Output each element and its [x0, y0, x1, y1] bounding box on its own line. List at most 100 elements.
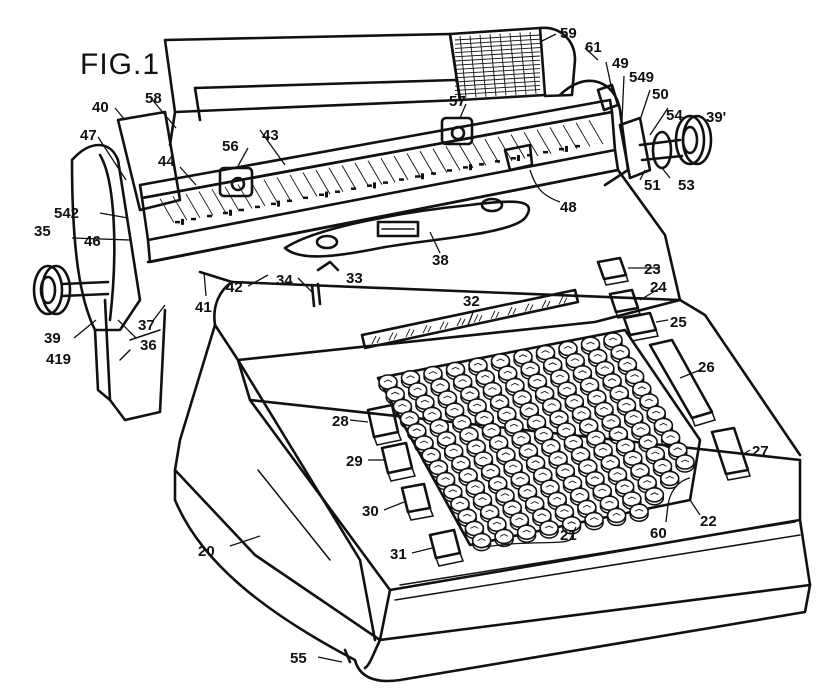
key-glyph[interactable]	[561, 468, 570, 472]
key-glyph[interactable]	[462, 513, 472, 517]
key-glyph[interactable]	[501, 452, 511, 456]
key-28[interactable]	[366, 403, 403, 446]
key-glyph[interactable]	[472, 403, 482, 407]
key-glyph[interactable]	[522, 529, 531, 533]
key-glyph[interactable]	[569, 439, 578, 443]
key-glyph[interactable]	[458, 379, 467, 383]
key-glyph[interactable]	[398, 403, 407, 407]
key-glyph[interactable]	[465, 391, 475, 395]
bar-key-26[interactable]	[648, 338, 716, 427]
key-glyph[interactable]	[464, 432, 474, 436]
key-glyph[interactable]	[578, 370, 587, 374]
key-glyph[interactable]	[500, 493, 510, 497]
key-glyph[interactable]	[516, 435, 526, 439]
key-cap-top[interactable]	[539, 520, 559, 536]
key-glyph[interactable]	[643, 439, 653, 443]
key-glyph[interactable]	[644, 398, 654, 402]
key-glyph[interactable]	[457, 419, 467, 423]
key-glyph[interactable]	[628, 455, 638, 459]
key-glyph[interactable]	[593, 353, 602, 357]
key-glyph[interactable]	[449, 448, 458, 452]
key-glyph[interactable]	[533, 378, 542, 382]
key-glyph[interactable]	[477, 538, 486, 542]
key-glyph[interactable]	[547, 403, 557, 407]
key-glyph[interactable]	[480, 415, 489, 419]
key-cap-top[interactable]	[659, 470, 680, 487]
key-glyph[interactable]	[634, 508, 644, 512]
key-glyph[interactable]	[570, 398, 579, 402]
key-glyph[interactable]	[499, 533, 509, 537]
key-glyph[interactable]	[488, 387, 497, 391]
key-glyph[interactable]	[562, 386, 572, 390]
key-glyph[interactable]	[435, 424, 444, 428]
key-glyph[interactable]	[615, 390, 624, 394]
key-glyph[interactable]	[503, 370, 512, 374]
key-glyph[interactable]	[428, 371, 438, 375]
key-glyph[interactable]	[450, 407, 459, 411]
carriage-lever-34[interactable]	[310, 260, 340, 308]
key-glyph[interactable]	[570, 358, 580, 362]
key-glyph[interactable]	[658, 463, 667, 467]
key-glyph[interactable]	[630, 374, 639, 378]
key-glyph[interactable]	[426, 452, 436, 456]
key-glyph[interactable]	[412, 428, 422, 432]
key-glyph[interactable]	[496, 358, 505, 362]
key-glyph[interactable]	[620, 484, 629, 488]
key-glyph[interactable]	[525, 407, 534, 411]
key-glyph[interactable]	[493, 480, 503, 484]
key-glyph[interactable]	[478, 497, 487, 501]
key-29[interactable]	[380, 441, 417, 482]
key-glyph[interactable]	[563, 345, 573, 349]
key-glyph[interactable]	[651, 410, 661, 414]
key-glyph[interactable]	[605, 500, 614, 504]
key-glyph[interactable]	[586, 341, 595, 345]
key-glyph[interactable]	[443, 395, 452, 399]
key-glyph[interactable]	[492, 521, 502, 525]
key-glyph[interactable]	[413, 387, 422, 391]
key-glyph[interactable]	[606, 419, 616, 423]
key-glyph[interactable]	[405, 416, 414, 420]
key-glyph[interactable]	[495, 399, 504, 403]
key-glyph[interactable]	[406, 375, 415, 379]
key-cap-top[interactable]	[675, 454, 695, 470]
key-glyph[interactable]	[509, 423, 519, 427]
key-glyph[interactable]	[420, 399, 430, 403]
key-glyph[interactable]	[553, 456, 563, 460]
key-glyph[interactable]	[524, 448, 533, 452]
key-glyph[interactable]	[592, 394, 602, 398]
key-glyph[interactable]	[629, 414, 638, 418]
key-glyph[interactable]	[665, 475, 674, 479]
key-glyph[interactable]	[590, 476, 600, 480]
key-glyph[interactable]	[615, 349, 625, 353]
key-31[interactable]	[428, 528, 465, 567]
key-glyph[interactable]	[546, 443, 556, 447]
key-cap-top[interactable]	[516, 524, 537, 541]
key-glyph[interactable]	[554, 415, 564, 419]
key-glyph[interactable]	[607, 378, 617, 382]
key-glyph[interactable]	[448, 489, 458, 493]
key-glyph[interactable]	[515, 517, 524, 521]
key-27[interactable]	[710, 426, 751, 481]
key-cap-top[interactable]	[644, 486, 665, 503]
key-glyph[interactable]	[583, 464, 593, 468]
key-glyph[interactable]	[585, 382, 594, 386]
key-glyph[interactable]	[577, 411, 586, 415]
key-glyph[interactable]	[582, 504, 592, 508]
key-glyph[interactable]	[613, 472, 622, 476]
key-cap-top[interactable]	[471, 532, 492, 549]
key-glyph[interactable]	[442, 436, 451, 440]
key-glyph[interactable]	[552, 496, 562, 500]
key-glyph[interactable]	[517, 395, 527, 399]
key-glyph[interactable]	[584, 423, 593, 427]
key-glyph[interactable]	[651, 451, 660, 455]
key-glyph[interactable]	[471, 485, 480, 489]
key-glyph[interactable]	[637, 386, 647, 390]
key-glyph[interactable]	[390, 391, 400, 395]
key-glyph[interactable]	[636, 427, 646, 431]
key-glyph[interactable]	[470, 525, 479, 529]
key-glyph[interactable]	[455, 501, 465, 505]
key-glyph[interactable]	[539, 431, 548, 435]
key-glyph[interactable]	[507, 505, 517, 509]
key-cap-top[interactable]	[494, 528, 514, 545]
key-glyph[interactable]	[635, 467, 645, 471]
